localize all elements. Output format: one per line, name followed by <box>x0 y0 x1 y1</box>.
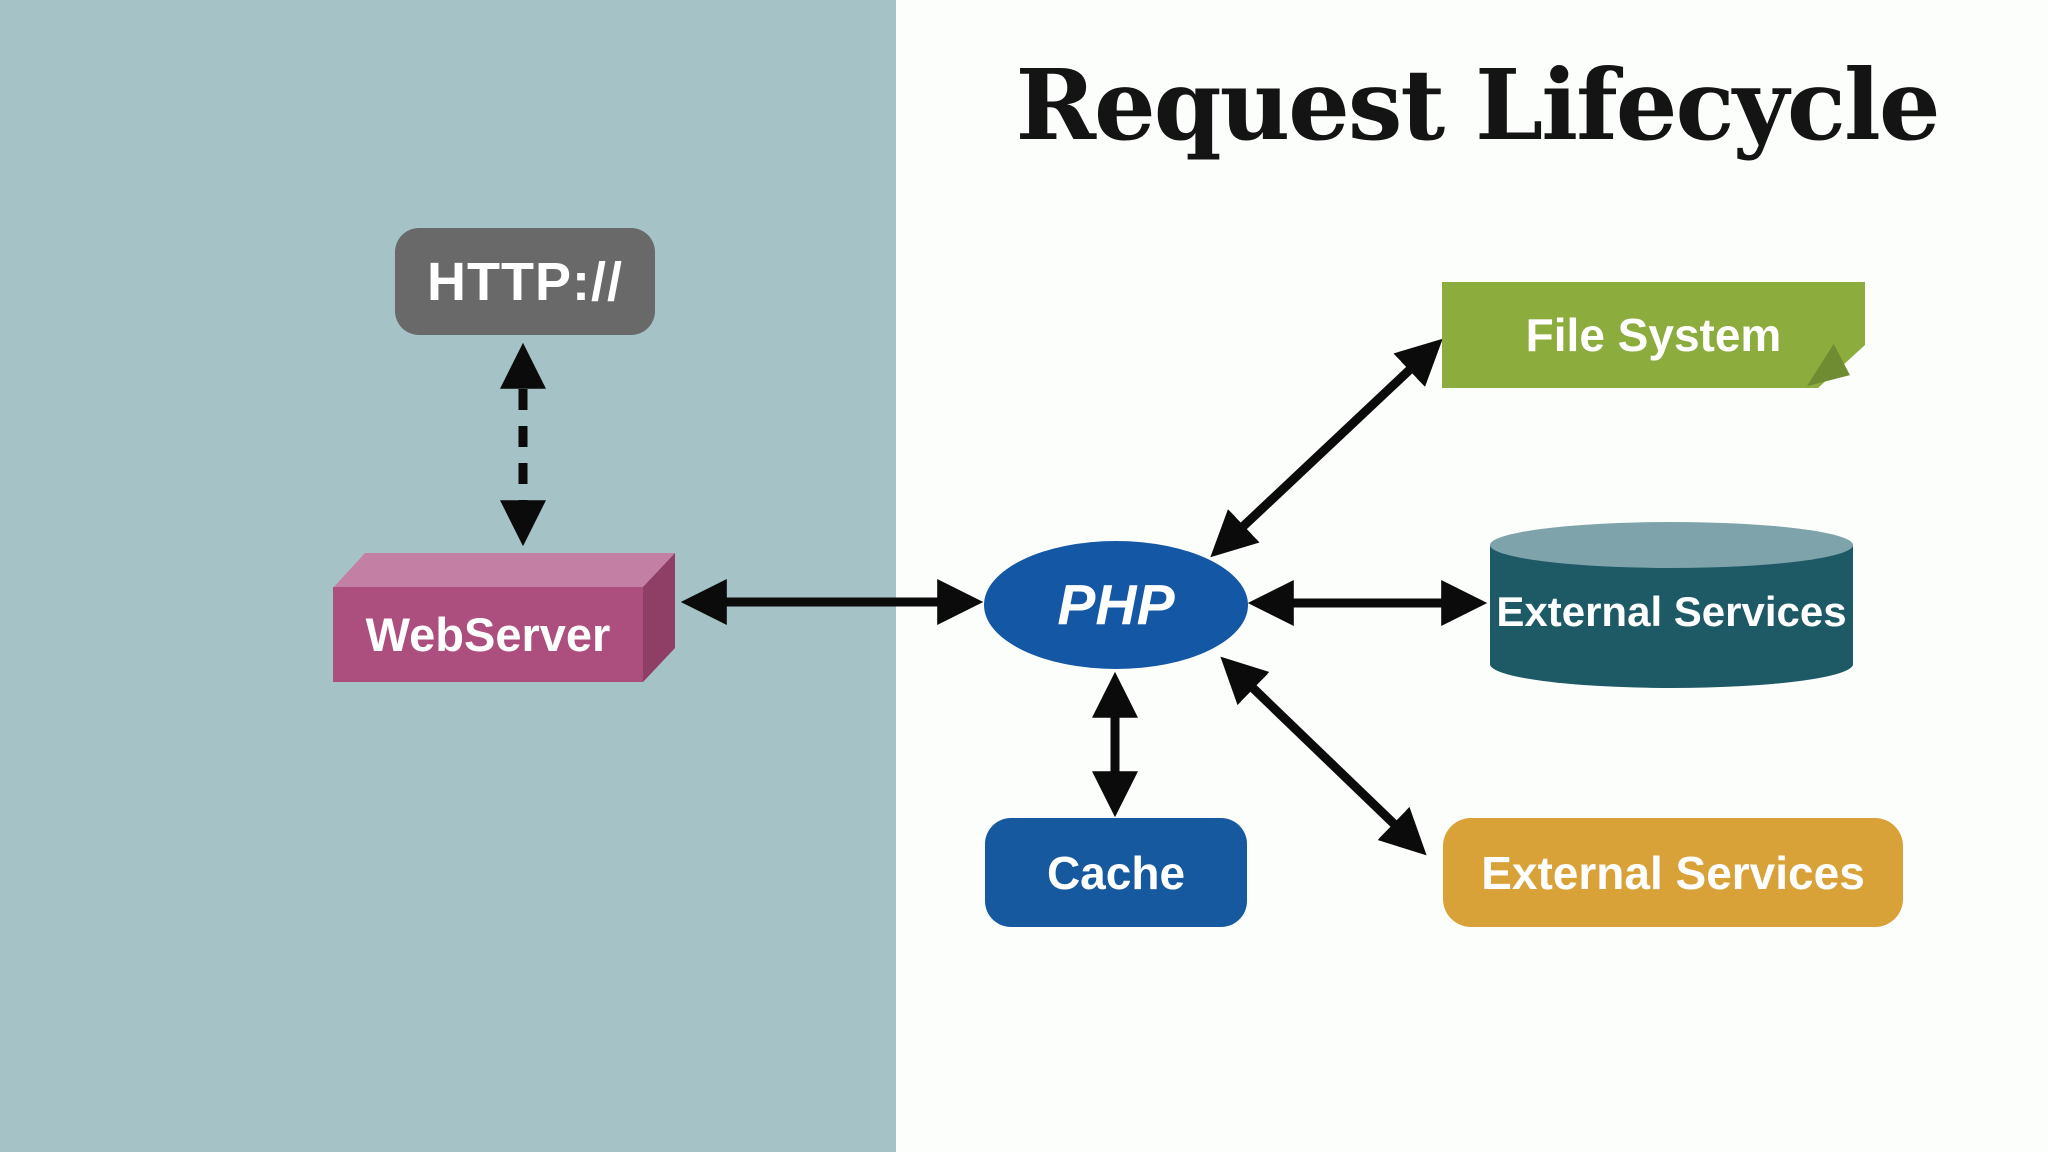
external-services-store-node: External Services <box>1490 522 1853 688</box>
external-services-api-label: External Services <box>1481 846 1865 899</box>
php-node-label: PHP <box>1057 573 1175 637</box>
http-node-label: HTTP:// <box>427 251 623 312</box>
external-services-store-label: External Services <box>1496 588 1847 635</box>
page-title: Request Lifecycle <box>1015 48 1940 162</box>
arrow-php-external-services-api <box>1220 656 1427 856</box>
file-system-body: File System <box>1442 282 1865 388</box>
cache-node: Cache <box>985 818 1247 927</box>
arrow-php-file-system <box>1210 338 1443 558</box>
webserver-top-face <box>333 553 675 588</box>
cache-node-label: Cache <box>1046 846 1186 899</box>
cylinder-top-face <box>1490 522 1853 568</box>
webserver-front-face: WebServer <box>333 587 643 682</box>
cylinder-body <box>1490 545 1853 688</box>
external-services-api-node: External Services <box>1443 818 1903 927</box>
webserver-node-label: WebServer <box>365 608 611 661</box>
webserver-node: WebServer <box>333 553 675 682</box>
file-system-node: File System <box>1442 282 1865 388</box>
php-node: PHP <box>984 541 1248 669</box>
file-system-node-label: File System <box>1525 309 1782 361</box>
http-node: HTTP:// <box>395 228 655 335</box>
